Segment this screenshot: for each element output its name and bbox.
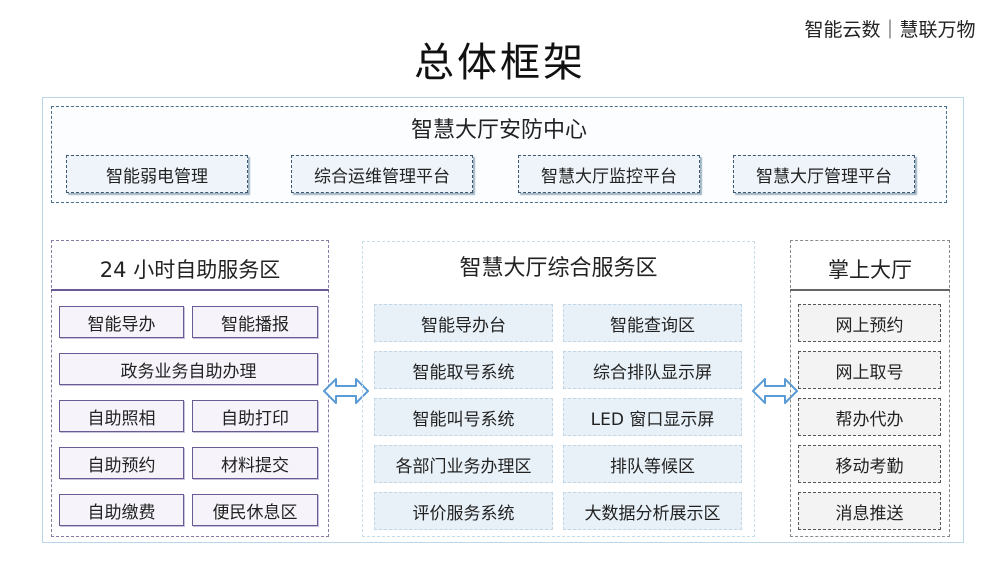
mobile-hall-item: 消息推送 [798,492,941,530]
page-title: 总体框架 [414,40,586,86]
top-item: 智慧大厅管理平台 [733,155,915,193]
mobile-hall-title: 掌上大厅 [790,249,950,291]
integrated-service-item: 智能查询区 [563,304,742,342]
slogan: 智能云数｜慧联万物 [804,19,976,41]
mobile-hall-section [790,240,950,537]
self-service-title: 24 小时自助服务区 [51,249,329,291]
self-service-item: 自助照相 [59,400,184,432]
mobile-hall-item: 帮办代办 [798,398,941,436]
integrated-service-title: 智慧大厅综合服务区 [459,256,658,281]
self-service-item: 自助打印 [192,400,318,432]
integrated-service-item: 排队等候区 [563,445,742,483]
top-item: 综合运维管理平台 [291,155,473,193]
integrated-service-item: LED 窗口显示屏 [563,398,742,436]
integrated-service-item: 评价服务系统 [374,492,553,530]
self-service-item: 政务业务自助办理 [59,353,318,385]
self-service-item: 智能播报 [192,306,318,338]
integrated-service-item: 智能叫号系统 [374,398,553,436]
double-arrow-icon [752,378,798,404]
self-service-item: 自助预约 [59,447,184,479]
top-item: 智能弱电管理 [66,155,248,193]
top-item: 智慧大厅监控平台 [518,155,700,193]
self-service-item: 智能导办 [59,306,184,338]
integrated-service-item: 智能导办台 [374,304,553,342]
security-center-title: 智慧大厅安防中心 [410,118,587,143]
mobile-hall-item: 移动考勤 [798,445,941,483]
mobile-hall-item: 网上预约 [798,304,941,342]
self-service-item: 自助缴费 [59,494,184,526]
self-service-item: 材料提交 [192,447,318,479]
mobile-hall-item: 网上取号 [798,351,941,389]
integrated-service-item: 大数据分析展示区 [563,492,742,530]
self-service-item: 便民休息区 [192,494,318,526]
double-arrow-icon [323,378,369,404]
integrated-service-item: 智能取号系统 [374,351,553,389]
integrated-service-item: 各部门业务办理区 [374,445,553,483]
integrated-service-item: 综合排队显示屏 [563,351,742,389]
